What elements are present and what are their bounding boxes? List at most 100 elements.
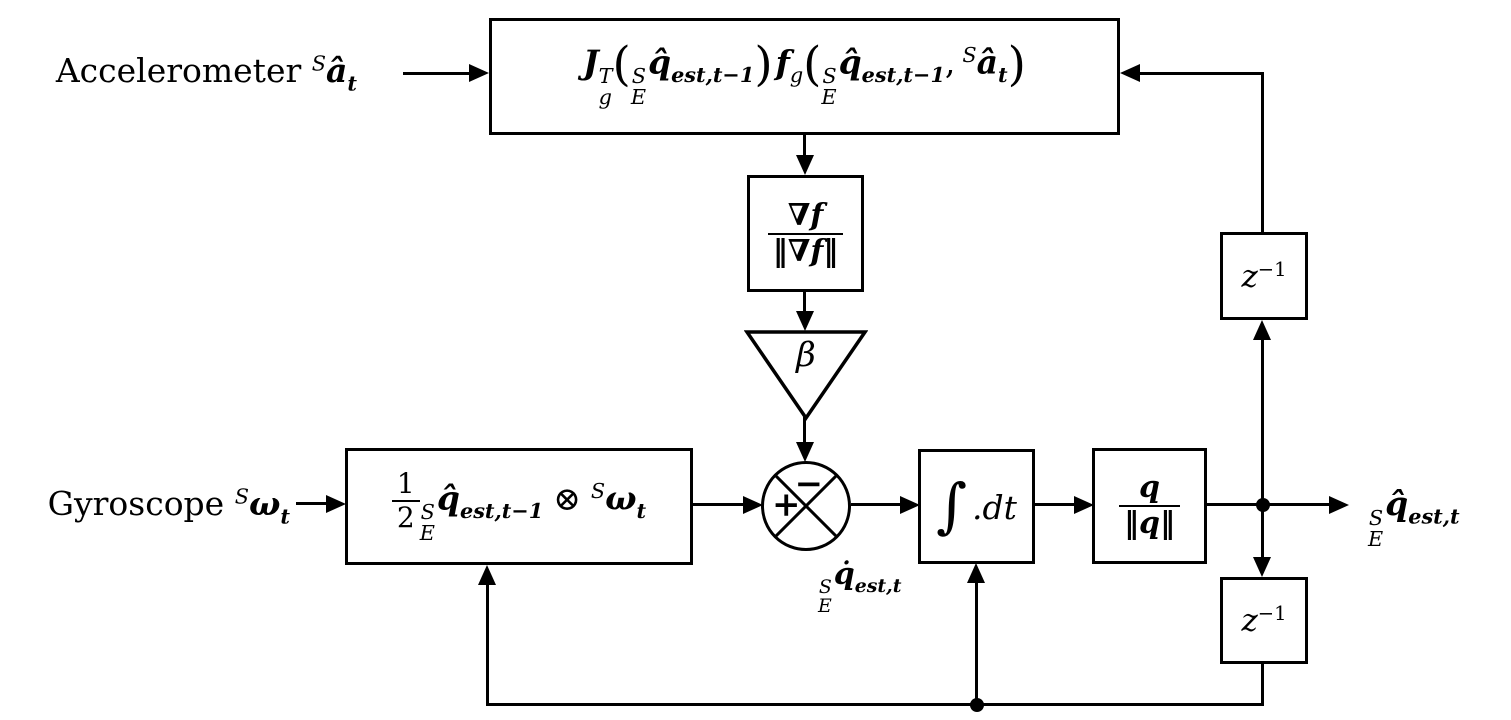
sum-to-integrator-arrowhead bbox=[900, 496, 920, 514]
gyroscope-label: Gyroscope Sωt bbox=[8, 483, 290, 530]
integrator-to-norm-line bbox=[1035, 503, 1076, 506]
half-denominator: 2 bbox=[391, 499, 420, 533]
beta-to-sum-line bbox=[803, 417, 806, 443]
delay-top-formula: z−1 bbox=[1241, 257, 1287, 295]
top-feedback-arrowhead bbox=[1120, 64, 1140, 82]
beta-to-sum-arrowhead bbox=[796, 442, 814, 462]
gyro-arg-superscript: S bbox=[590, 479, 606, 504]
gyroscope-word: Gyroscope bbox=[47, 484, 225, 523]
top-feedback-line bbox=[1140, 72, 1264, 75]
accel-vector-symbol: â bbox=[326, 51, 348, 90]
integrator-formula: ∫.dt bbox=[936, 474, 1017, 539]
output-to-delaytop-line bbox=[1261, 339, 1264, 507]
sum-minus-sign: − bbox=[794, 464, 824, 504]
gyro-input-arrowhead bbox=[326, 495, 346, 513]
qdot-prescript-E: E bbox=[818, 594, 832, 617]
gyro-to-sum-line bbox=[693, 503, 745, 506]
right-paren-2: ) bbox=[1007, 38, 1026, 93]
accel-subscript: t bbox=[347, 70, 357, 96]
z-exponent: −1 bbox=[1257, 602, 1287, 626]
objective-f-sub: g bbox=[789, 63, 804, 88]
beta-gain-label: β bbox=[796, 335, 816, 375]
gradient-numerator: ∇f bbox=[787, 197, 824, 233]
gyro-input-line bbox=[296, 502, 328, 505]
left-paren-1: ( bbox=[612, 38, 631, 93]
gradient-fraction: ∇f ‖∇f‖ bbox=[767, 197, 844, 268]
z-symbol: z bbox=[1241, 258, 1258, 295]
norm-fraction: q ‖q‖ bbox=[1119, 471, 1180, 540]
z-symbol: z bbox=[1241, 602, 1258, 639]
comma: , bbox=[944, 42, 956, 82]
quaternion-symbol-1: q̂ bbox=[648, 42, 672, 82]
accelerometer-word: Accelerometer bbox=[55, 51, 302, 90]
feedback-to-gyro-arrowhead bbox=[478, 565, 496, 585]
accel-input-arrowhead bbox=[469, 64, 489, 82]
gyro-quaternion-subscript: est,t−1 bbox=[459, 498, 544, 524]
bottom-feedback-line bbox=[486, 703, 1264, 706]
accel-frame-superscript: S bbox=[311, 51, 326, 76]
prescript-E-2: E bbox=[821, 85, 837, 110]
gyro-prescript-S: S bbox=[420, 500, 435, 525]
prescript-E-1: E bbox=[630, 85, 646, 110]
accel-arg-subscript: t bbox=[998, 62, 1008, 88]
prescript-S-2: S bbox=[822, 64, 837, 89]
quaternion-symbol-2: q̂ bbox=[838, 42, 862, 82]
gyro-arg-symbol: ω bbox=[605, 478, 637, 518]
integral-sign: ∫ bbox=[936, 471, 968, 541]
quaternion-subscript-2: est,t−1 bbox=[861, 62, 945, 88]
gyro-prescript-E: E bbox=[419, 521, 435, 546]
output-arrowhead bbox=[1329, 496, 1349, 514]
norm-numerator: q bbox=[1139, 470, 1160, 506]
beta-gain-triangle bbox=[744, 330, 868, 421]
right-paren-1: ) bbox=[754, 38, 773, 93]
prescript-S-1: S bbox=[631, 64, 646, 89]
quaternion-normalize-box: q ‖q‖ bbox=[1092, 448, 1207, 564]
accel-arg-symbol: â bbox=[976, 42, 999, 82]
jacobian-transpose: T bbox=[598, 64, 613, 89]
sum-junction: − + bbox=[761, 461, 851, 551]
sum-to-integrator-line bbox=[851, 503, 902, 506]
gradient-to-beta-arrowhead bbox=[796, 311, 814, 331]
delay-bottom-formula: z−1 bbox=[1241, 603, 1286, 638]
qdot-subscript: est,t bbox=[854, 574, 902, 597]
gyro-to-sum-arrowhead bbox=[743, 496, 763, 514]
delay-top-box: z−1 bbox=[1220, 232, 1308, 320]
half-numerator: 1 bbox=[396, 467, 415, 501]
gradient-normalize-box: ∇f ‖∇f‖ bbox=[747, 175, 864, 292]
gyro-subscript: t bbox=[280, 503, 290, 529]
delaybottom-to-bottom-line bbox=[1261, 664, 1264, 706]
jacobian-symbol: J bbox=[583, 42, 599, 82]
output-to-delaybottom-line bbox=[1261, 506, 1264, 558]
left-paren-2: ( bbox=[803, 38, 822, 93]
z-exponent: −1 bbox=[1257, 257, 1287, 281]
objective-f-symbol: f bbox=[775, 42, 790, 82]
qdot-symbol: q̇ bbox=[833, 557, 855, 592]
gyro-quaternion-symbol: q̂ bbox=[436, 478, 460, 518]
accel-arg-superscript: S bbox=[962, 43, 977, 68]
norm-denominator: ‖q‖ bbox=[1119, 505, 1180, 541]
quaternion-subscript-1: est,t−1 bbox=[671, 62, 755, 88]
bottom-junction-dot bbox=[970, 698, 984, 712]
qdot-prescript-S: S bbox=[818, 575, 832, 598]
gyro-arg-subscript: t bbox=[636, 498, 647, 524]
output-to-delaytop-arrowhead bbox=[1253, 320, 1271, 340]
delaytop-to-feedback-line bbox=[1261, 72, 1264, 232]
output-prescript-S: S bbox=[1368, 505, 1384, 530]
jacobian-sub-g: g bbox=[598, 85, 612, 110]
integrator-box: ∫.dt bbox=[918, 449, 1035, 564]
feedback-to-gyro-line bbox=[486, 584, 489, 705]
output-prescript-E: E bbox=[1368, 526, 1384, 551]
gradient-to-beta-line bbox=[803, 292, 806, 312]
output-to-delaybottom-arrowhead bbox=[1253, 557, 1271, 577]
